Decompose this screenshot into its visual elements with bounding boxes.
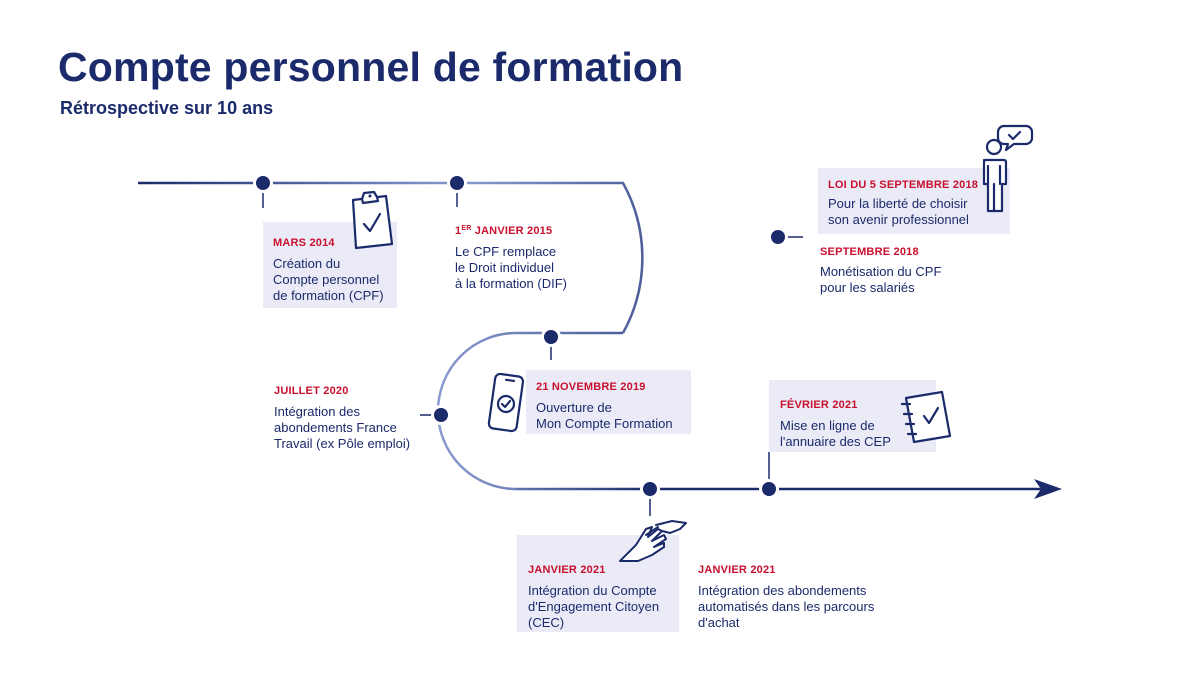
- milestone-dot-2020: [431, 405, 451, 425]
- event-date: JUILLET 2020: [274, 385, 349, 397]
- page-subtitle: Rétrospective sur 10 ans: [60, 98, 274, 118]
- milestone-dot-2014: [253, 173, 273, 193]
- milestone-dot-fev-2021: [759, 479, 779, 499]
- event-juillet-2020: JUILLET 2020 Intégration des abondements…: [274, 384, 434, 452]
- person-chat-icon: [982, 124, 1034, 213]
- clipboard-check-icon: [351, 190, 394, 250]
- event-date: LOI DU 5 SEPTEMBRE 2018: [828, 179, 979, 191]
- event-nov-2019: 21 NOVEMBRE 2019 Ouverture de Mon Compte…: [526, 370, 691, 434]
- page-title: Compte personnel de formation: [58, 44, 684, 90]
- milestone-dot-2019: [541, 327, 561, 347]
- milestone-dot-jan-2021-a: [640, 479, 660, 499]
- event-date: 21 NOVEMBRE 2019: [536, 381, 646, 393]
- event-sept-2018: SEPTEMBRE 2018 Monétisation du CPF pour …: [820, 245, 1000, 296]
- event-date: JANVIER 2021: [528, 564, 606, 576]
- milestone-dot-2015: [447, 173, 467, 193]
- event-loi-sept-2018: LOI DU 5 SEPTEMBRE 2018 Pour la liberté …: [818, 168, 1010, 234]
- event-date: SEPTEMBRE 2018: [820, 246, 919, 258]
- milestone-dot-sept-2018: [768, 227, 788, 247]
- timeline-arrowhead: [1034, 479, 1062, 499]
- event-janvier-2021-abondements: JANVIER 2021 Intégration des abondements…: [698, 563, 898, 631]
- event-date: FÉVRIER 2021: [780, 399, 858, 411]
- notebook-check-icon: [900, 390, 952, 444]
- event-date: 1ER JANVIER 2015: [455, 225, 553, 237]
- smartphone-check-icon: [487, 372, 525, 433]
- event-date: JANVIER 2021: [698, 564, 776, 576]
- event-janvier-2015: 1ER JANVIER 2015 Le CPF remplace le Droi…: [455, 222, 615, 292]
- handshake-icon: [619, 520, 687, 562]
- event-date: MARS 2014: [273, 237, 335, 249]
- timeline-line-top: [138, 181, 644, 334]
